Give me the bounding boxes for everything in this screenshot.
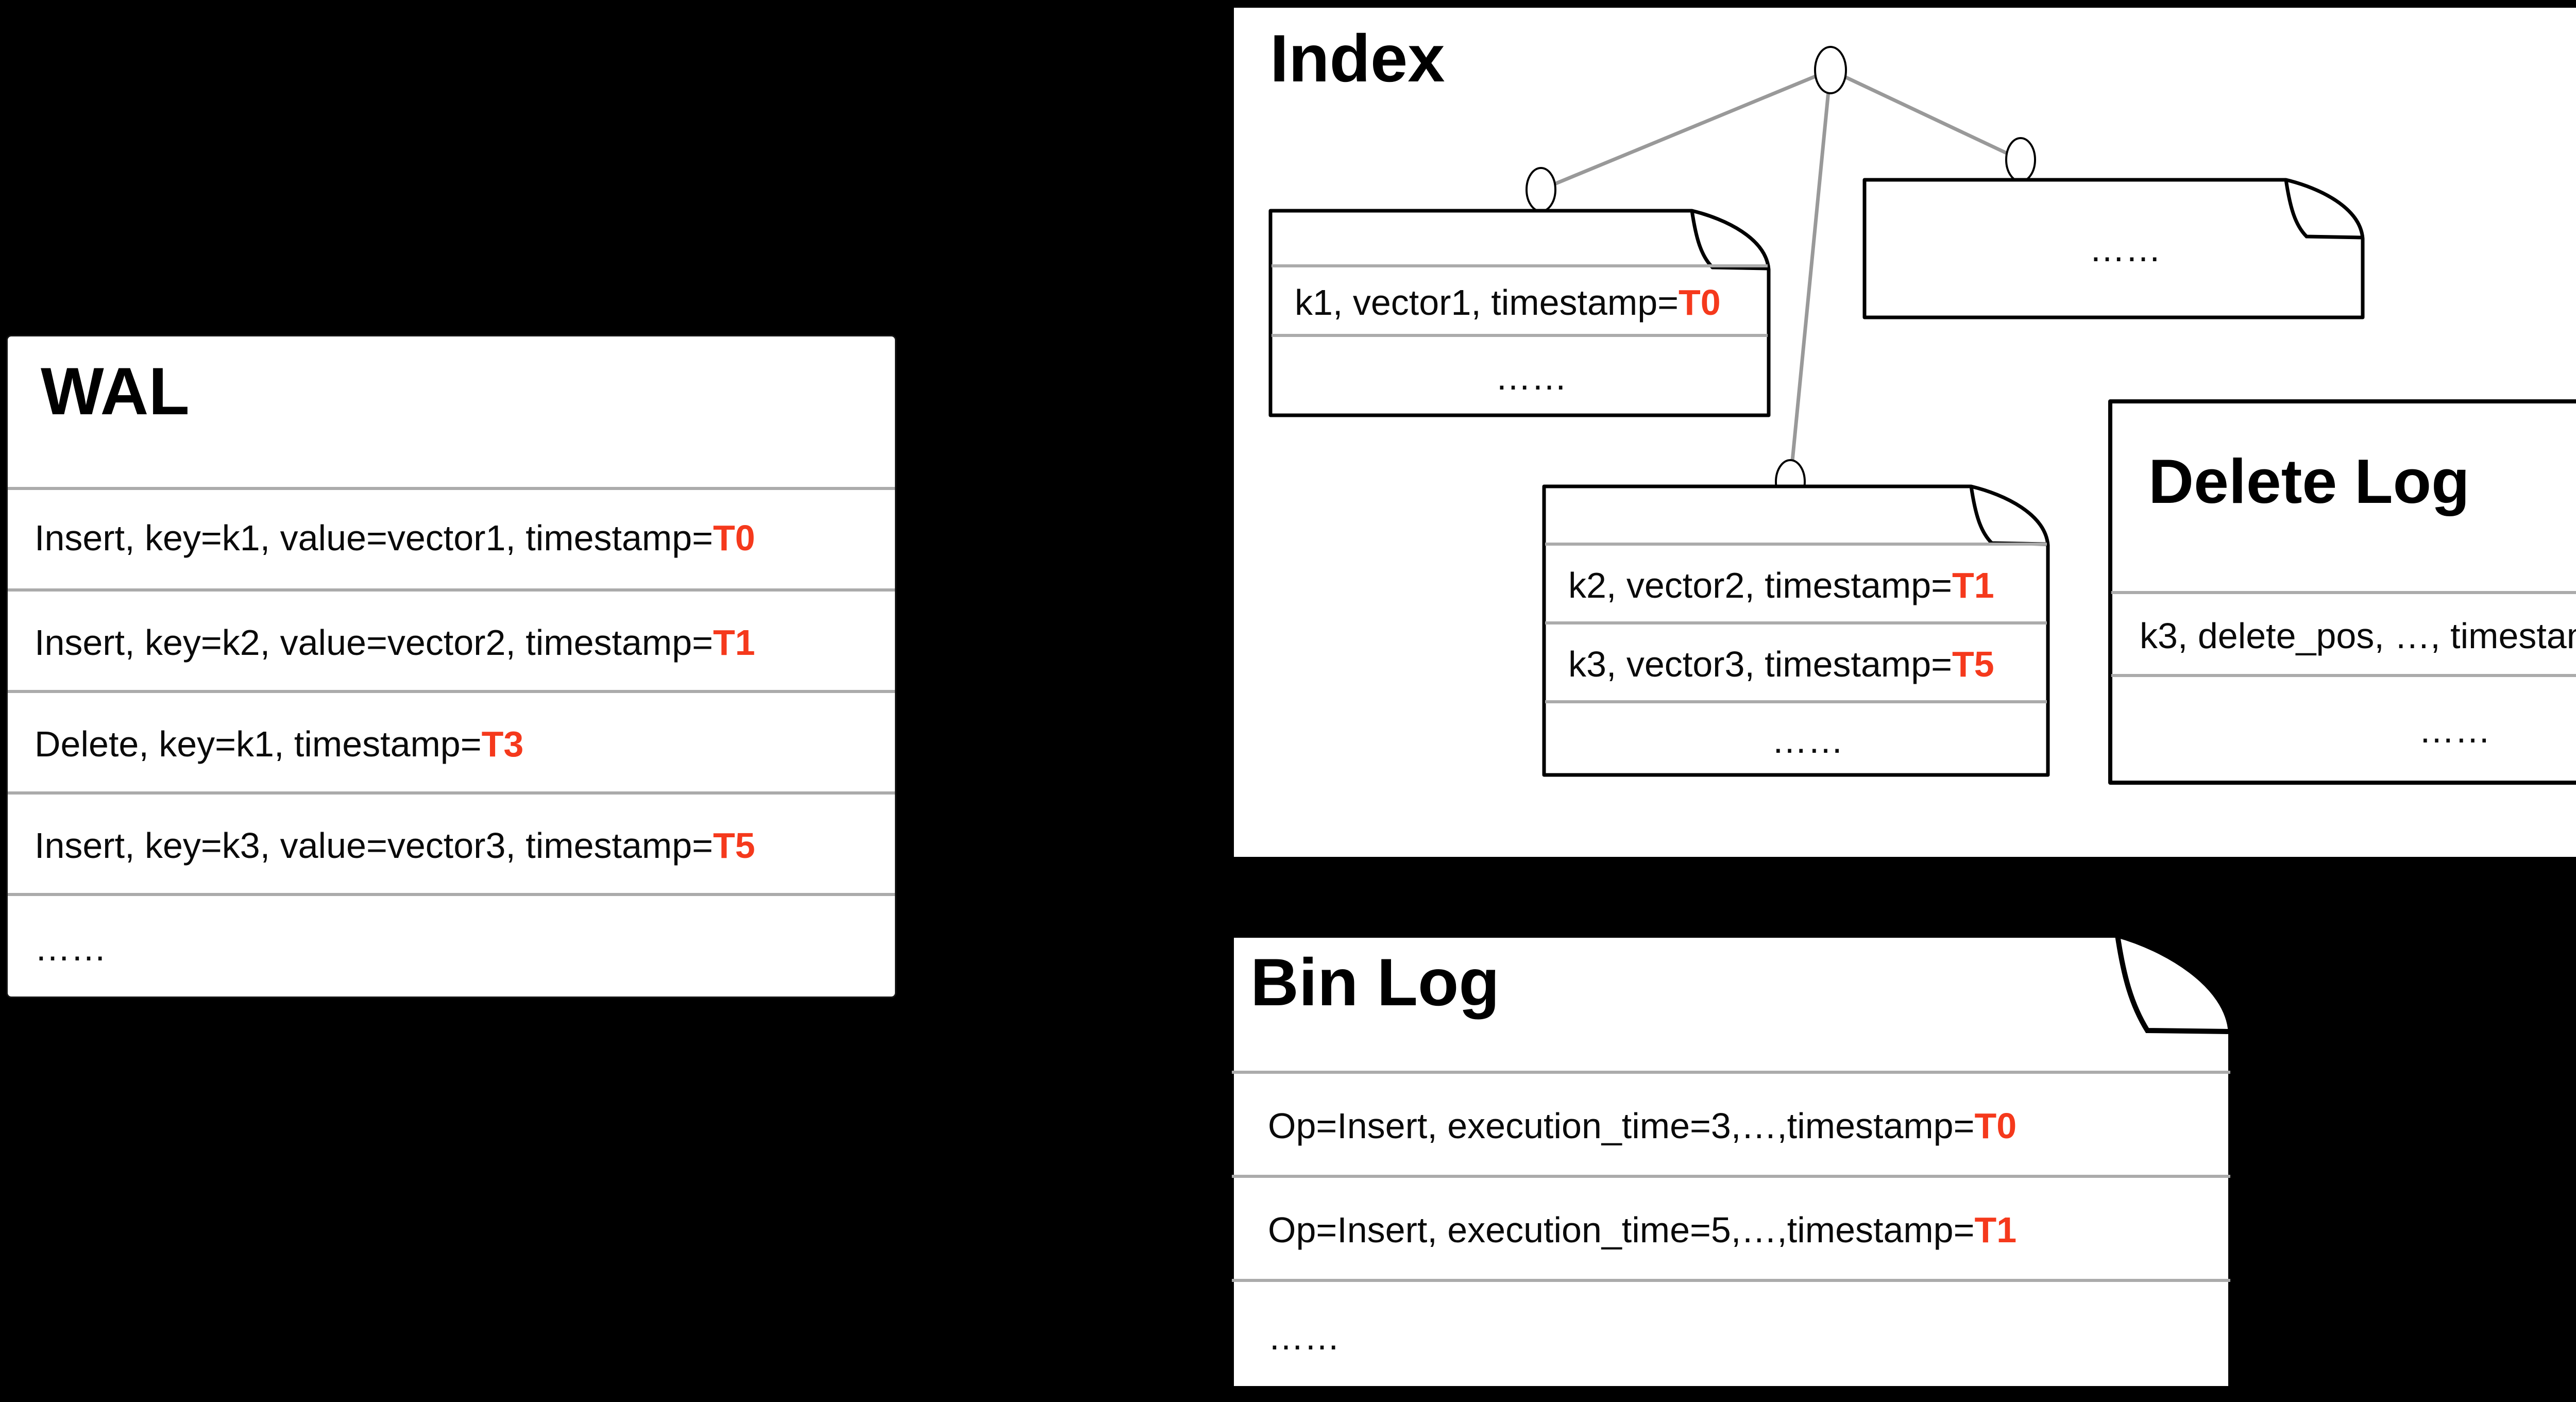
doc-row: k2, vector2, timestamp=T1 bbox=[1545, 543, 2047, 624]
wal-row-text: Insert, key=k3, value=vector3, timestamp… bbox=[35, 825, 714, 866]
doc-row-text: k2, vector2, timestamp= bbox=[1568, 565, 1953, 605]
wal-row-text: Insert, key=k2, value=vector2, timestamp… bbox=[35, 622, 714, 663]
delete-log-title: Delete Log bbox=[2148, 446, 2470, 516]
segment-doc-more: …… bbox=[1862, 178, 2365, 319]
bin-log-row-text: Op=Insert, execution_time=5,…,timestamp= bbox=[1268, 1210, 1975, 1250]
doc-row: …… bbox=[2111, 674, 2576, 783]
wal-row: Insert, key=k3, value=vector3, timestamp… bbox=[8, 791, 895, 896]
doc-row-text: …… bbox=[1495, 357, 1567, 397]
doc-row-text: k1, vector1, timestamp= bbox=[1295, 282, 1679, 323]
doc-row: …… bbox=[1545, 700, 2047, 777]
wal-row-text: Insert, key=k1, value=vector1, timestamp… bbox=[35, 517, 714, 558]
bin-log-row-text: …… bbox=[1268, 1316, 1340, 1357]
doc-row: k3, delete_pos, …, timestamp=T3 bbox=[2111, 591, 2576, 677]
wal-row: …… bbox=[8, 893, 895, 1000]
tree-root-node-icon bbox=[1814, 46, 1847, 94]
doc-row: …… bbox=[1866, 178, 2362, 319]
tree-node-icon bbox=[1526, 167, 1556, 212]
page-fold-icon bbox=[2115, 935, 2229, 1034]
doc-row: k3, vector3, timestamp=T5 bbox=[1545, 621, 2047, 703]
timestamp-value: T5 bbox=[713, 825, 755, 866]
bin-log-row: Op=Insert, execution_time=3,…,timestamp=… bbox=[1232, 1071, 2230, 1178]
tree-edges bbox=[1540, 68, 2022, 482]
timestamp-value: T3 bbox=[481, 723, 524, 764]
document-outline bbox=[1268, 209, 1771, 417]
bin-log-title: Bin Log bbox=[1250, 944, 1500, 1020]
wal-panel: WAL Insert, key=k1, value=vector1, times… bbox=[6, 335, 896, 998]
segment-doc-k2-k3: k2, vector2, timestamp=T1 k3, vector3, t… bbox=[1542, 484, 2050, 777]
wal-title: WAL bbox=[41, 353, 190, 429]
doc-row-text: k3, vector3, timestamp= bbox=[1568, 644, 1953, 684]
bin-log-row: Op=Insert, execution_time=5,…,timestamp=… bbox=[1232, 1175, 2230, 1282]
wal-row-text: Delete, key=k1, timestamp= bbox=[35, 723, 482, 764]
timestamp-value: T5 bbox=[1952, 644, 1994, 684]
document-outline bbox=[1862, 178, 2365, 319]
document-outline bbox=[1229, 933, 2233, 1391]
doc-row-text: …… bbox=[2418, 710, 2491, 750]
timestamp-value: T0 bbox=[1974, 1106, 2017, 1146]
segment-doc-k1: k1, vector1, timestamp=T0 …… bbox=[1268, 209, 1771, 417]
page-fold-icon bbox=[1969, 486, 2047, 546]
timestamp-value: T0 bbox=[1679, 282, 1721, 323]
doc-row-text: …… bbox=[2089, 228, 2161, 269]
tree-edge bbox=[1788, 70, 1833, 482]
timestamp-value: T1 bbox=[1974, 1210, 2017, 1250]
timestamp-value: T0 bbox=[713, 517, 755, 558]
index-title: Index bbox=[1270, 21, 1445, 96]
wal-row-text: …… bbox=[35, 927, 107, 968]
doc-row: k1, vector1, timestamp=T0 bbox=[1272, 264, 1768, 337]
wal-row: Insert, key=k1, value=vector1, timestamp… bbox=[8, 487, 895, 588]
tree-edge bbox=[1829, 68, 2022, 162]
bin-log-row: …… bbox=[1232, 1279, 2230, 1392]
page-fold-icon bbox=[2284, 179, 2362, 240]
index-panel: Index k1, vector1, timestamp=T0 …… bbox=[1234, 8, 2576, 857]
timestamp-value: T1 bbox=[713, 622, 755, 663]
separator bbox=[8, 487, 895, 490]
bin-log-doc: Bin Log Op=Insert, execution_time=3,…,ti… bbox=[1229, 933, 2233, 1391]
wal-row: Insert, key=k2, value=vector2, timestamp… bbox=[8, 588, 895, 693]
tree-node-icon bbox=[2005, 137, 2036, 182]
bin-log-row-text: Op=Insert, execution_time=3,…,timestamp= bbox=[1268, 1106, 1975, 1146]
wal-row: Delete, key=k1, timestamp=T3 bbox=[8, 690, 895, 795]
doc-row-text: k3, delete_pos, …, timestamp= bbox=[2140, 615, 2576, 656]
timestamp-value: T1 bbox=[1952, 565, 1994, 605]
doc-row: …… bbox=[1272, 334, 1768, 417]
doc-row-text: …… bbox=[1771, 720, 1844, 761]
tree-edge bbox=[1540, 68, 1832, 192]
delete-log-doc: Delete Log k3, delete_pos, …, timestamp=… bbox=[2108, 399, 2576, 785]
